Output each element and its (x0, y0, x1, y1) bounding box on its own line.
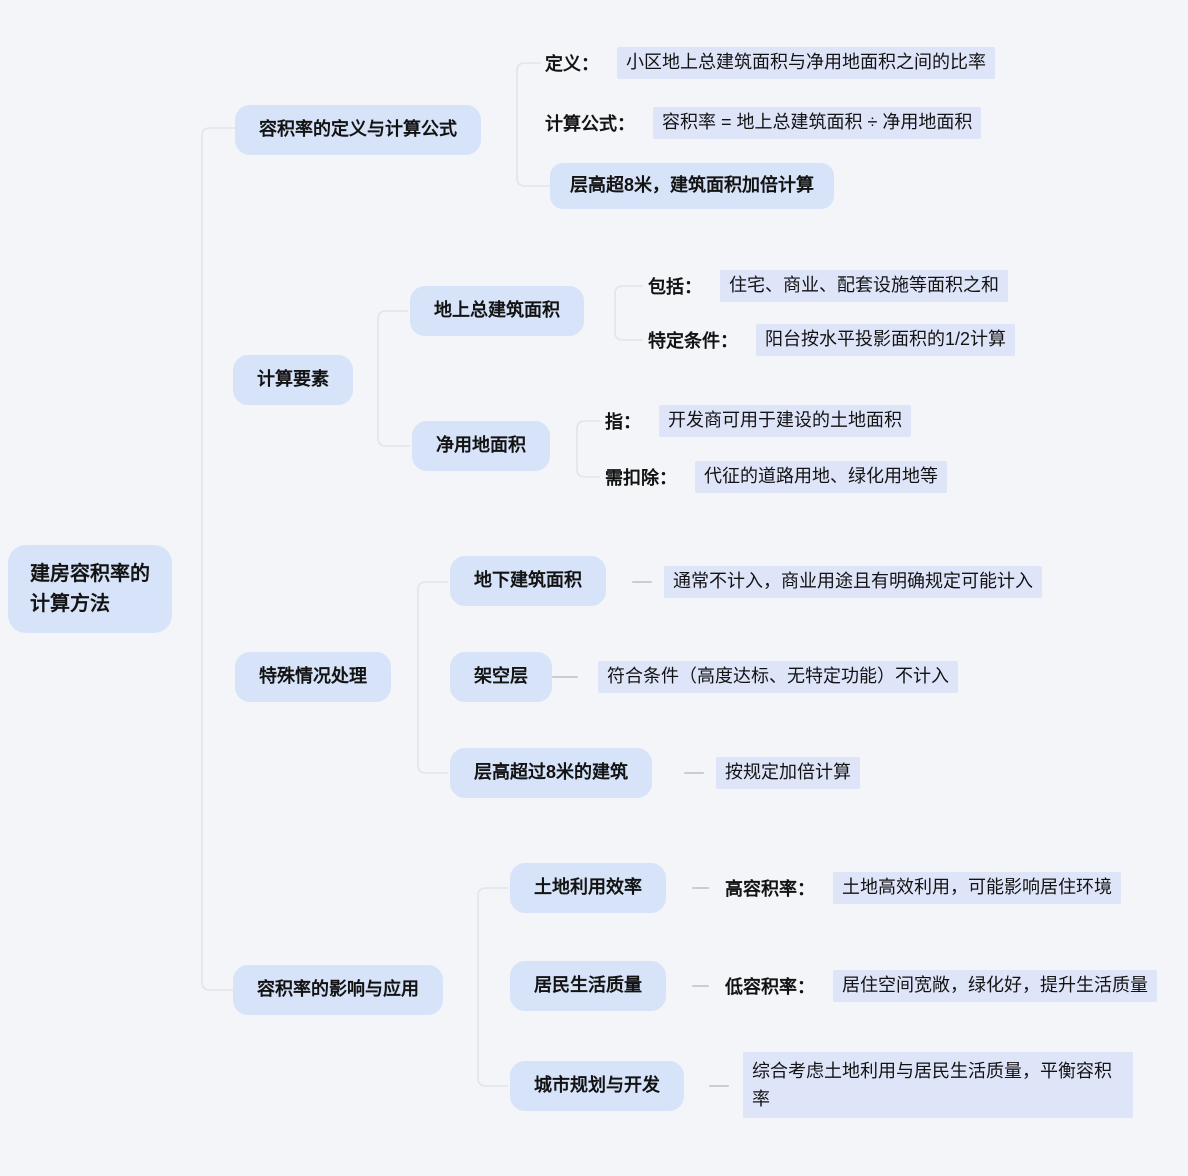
stilt-floor-note-value: 符合条件（高度达标、无特定功能）不计入 (598, 661, 958, 693)
row-formula[interactable]: 计算公式： 容积率 = 地上总建筑面积 ÷ 净用地面积 (545, 107, 982, 139)
low-plot-ratio-label: 低容积率： (725, 977, 815, 997)
urban-planning-note-value: 综合考虑土地利用与居民生活质量，平衡容积率 (743, 1052, 1133, 1118)
includes-value: 住宅、商业、配套设施等面积之和 (720, 270, 1008, 302)
row-high-plot-ratio[interactable]: 高容积率： 土地高效利用，可能影响居住环境 (725, 872, 1121, 904)
formula-value: 容积率 = 地上总建筑面积 ÷ 净用地面积 (653, 107, 982, 139)
specific-condition-label: 特定条件： (648, 331, 738, 351)
branch-definition-formula[interactable]: 容积率的定义与计算公式 (235, 105, 481, 155)
node-residents-life-quality[interactable]: 居民生活质量 (510, 961, 666, 1011)
node-underground-floor-area[interactable]: 地下建筑面积 (450, 556, 606, 606)
row-deductions[interactable]: 需扣除： 代征的道路用地、绿化用地等 (605, 461, 947, 493)
node-stilt-floor[interactable]: 架空层 (450, 652, 552, 702)
branch-impact-application[interactable]: 容积率的影响与应用 (233, 965, 443, 1015)
node-height-over-8m-rule[interactable]: 层高超8米，建筑面积加倍计算 (550, 163, 835, 209)
row-buildings-over-8m-note[interactable]: 按规定加倍计算 (716, 757, 860, 789)
deductions-label: 需扣除： (605, 468, 677, 488)
refers-to-label: 指： (605, 412, 641, 432)
node-net-land-area[interactable]: 净用地面积 (412, 421, 550, 471)
definition-label: 定义： (545, 54, 599, 74)
root-node[interactable]: 建房容积率的 计算方法 (8, 545, 172, 633)
buildings-over-8m-note-value: 按规定加倍计算 (716, 757, 860, 789)
branch-calculation-elements[interactable]: 计算要素 (233, 355, 353, 405)
row-refers-to[interactable]: 指： 开发商可用于建设的土地面积 (605, 405, 911, 437)
deductions-value: 代征的道路用地、绿化用地等 (695, 461, 947, 493)
row-stilt-floor-note[interactable]: 符合条件（高度达标、无特定功能）不计入 (598, 661, 958, 693)
specific-condition-value: 阳台按水平投影面积的1/2计算 (756, 324, 1016, 356)
branch-special-cases[interactable]: 特殊情况处理 (235, 652, 391, 702)
underground-note-value: 通常不计入，商业用途且有明确规定可能计入 (664, 566, 1042, 598)
node-urban-planning-development[interactable]: 城市规划与开发 (510, 1061, 684, 1111)
low-plot-ratio-value: 居住空间宽敞，绿化好，提升生活质量 (833, 970, 1157, 1002)
row-urban-planning-note[interactable]: 综合考虑土地利用与居民生活质量，平衡容积率 (743, 1052, 1133, 1118)
includes-label: 包括： (648, 277, 702, 297)
high-plot-ratio-value: 土地高效利用，可能影响居住环境 (833, 872, 1121, 904)
row-specific-condition[interactable]: 特定条件： 阳台按水平投影面积的1/2计算 (648, 324, 1016, 356)
formula-label: 计算公式： (545, 114, 635, 134)
row-low-plot-ratio[interactable]: 低容积率： 居住空间宽敞，绿化好，提升生活质量 (725, 970, 1157, 1002)
row-underground-note[interactable]: 通常不计入，商业用途且有明确规定可能计入 (664, 566, 1042, 598)
node-above-ground-floor-area[interactable]: 地上总建筑面积 (410, 286, 584, 336)
definition-value: 小区地上总建筑面积与净用地面积之间的比率 (617, 47, 995, 79)
node-buildings-over-8m[interactable]: 层高超过8米的建筑 (450, 748, 653, 798)
high-plot-ratio-label: 高容积率： (725, 879, 815, 899)
node-land-use-efficiency[interactable]: 土地利用效率 (510, 863, 666, 913)
refers-to-value: 开发商可用于建设的土地面积 (659, 405, 911, 437)
row-includes[interactable]: 包括： 住宅、商业、配套设施等面积之和 (648, 270, 1008, 302)
row-definition[interactable]: 定义： 小区地上总建筑面积与净用地面积之间的比率 (545, 47, 995, 79)
